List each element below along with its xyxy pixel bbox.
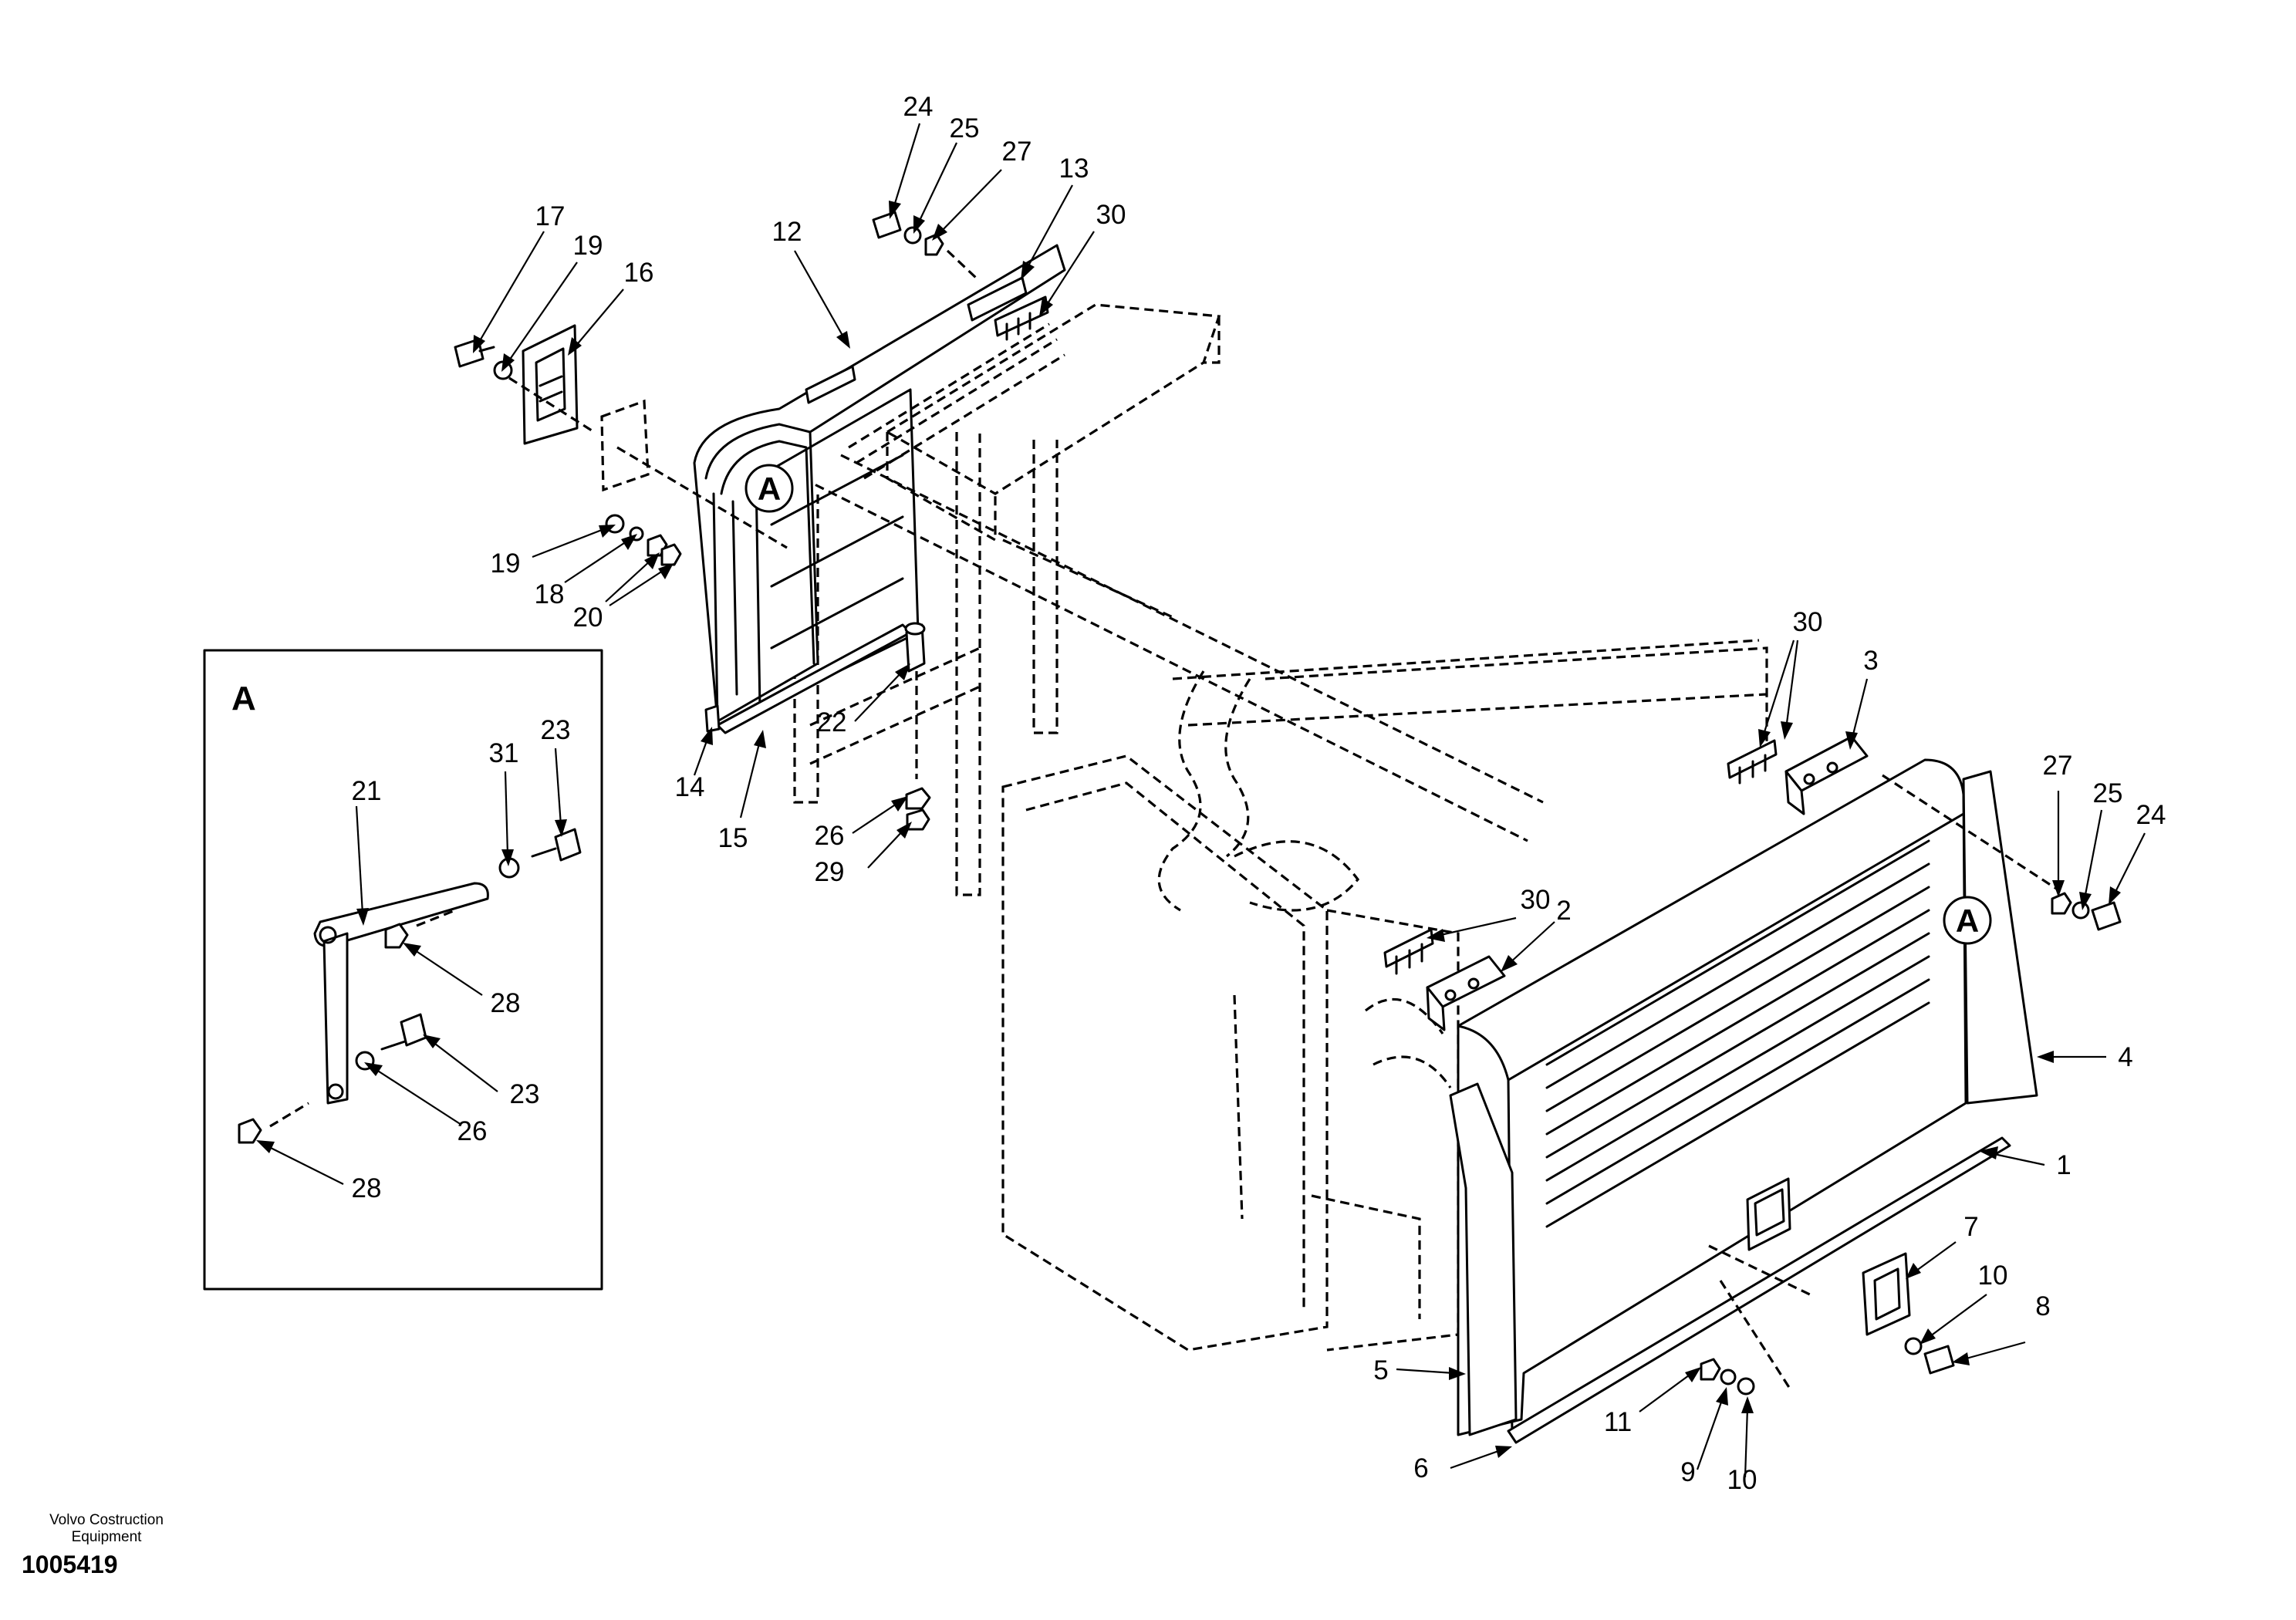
assembly-line-18: [616, 446, 788, 549]
pin-22: [904, 622, 926, 779]
label-28-lower: 28: [352, 1173, 382, 1203]
label-13: 13: [1059, 154, 1089, 184]
shims-30-mid: [1383, 928, 1434, 975]
leader-lines: [256, 123, 2146, 1478]
bolt-23-shank-top: [531, 847, 557, 858]
latch-bracket: [522, 324, 650, 492]
label-24-top: 24: [903, 92, 934, 122]
washer-10-right: [1904, 1337, 1923, 1355]
label-16: 16: [624, 258, 654, 288]
hinge-2: [1426, 955, 1506, 1031]
assembly-line-11: [1719, 1280, 1791, 1389]
footer-block: Volvo Costruction Equipment 1005419: [22, 1512, 191, 1579]
bolt-23-detail-top: [554, 828, 582, 862]
detail-a-box: [203, 649, 603, 1291]
bolt-24-right: [2091, 901, 2122, 931]
label-23-top: 23: [541, 715, 571, 745]
label-6: 6: [1413, 1453, 1428, 1483]
bolt-23-shank-lower: [380, 1040, 407, 1051]
assembly-line-latch: [1708, 1244, 1814, 1298]
shims-30-top: [994, 295, 1049, 341]
shims-30-right-top: [1727, 739, 1778, 785]
lever-21: [313, 882, 489, 1105]
label-22: 22: [817, 707, 847, 737]
label-2: 2: [1556, 896, 1571, 926]
assembly-line-right: [1882, 774, 2061, 893]
label-5: 5: [1373, 1355, 1388, 1385]
label-28-top: 28: [491, 988, 521, 1018]
washer-25-top: [903, 226, 922, 245]
label-29: 29: [815, 857, 845, 887]
label-26-detail: 26: [458, 1116, 488, 1146]
assembly-line-detail-lower: [269, 1102, 309, 1128]
label-15: 15: [718, 823, 748, 853]
label-8: 8: [2035, 1291, 2050, 1321]
label-10-lower: 10: [1727, 1465, 1757, 1495]
label-14: 14: [675, 772, 705, 802]
label-25-top: 25: [950, 113, 980, 143]
label-26-door: 26: [815, 821, 845, 851]
label-9: 9: [1680, 1457, 1695, 1487]
label-30-top: 30: [1096, 200, 1126, 230]
nut-11: [1700, 1358, 1721, 1381]
label-24-right: 24: [2136, 800, 2166, 830]
brand-line-2: Equipment: [71, 1529, 142, 1545]
nut-28-detail-top: [384, 923, 409, 949]
label-3: 3: [1863, 646, 1878, 676]
hinge-3: [1784, 735, 1869, 815]
front-grille-panel: [1449, 758, 2038, 1444]
label-27-top: 27: [1002, 137, 1032, 167]
label-21: 21: [352, 776, 382, 806]
document-number: 1005419: [22, 1551, 118, 1578]
label-1: 1: [2056, 1150, 2071, 1180]
label-25-right: 25: [2093, 778, 2123, 808]
washer-25-right: [2071, 901, 2090, 920]
assembly-line-top: [946, 249, 977, 279]
label-10-right: 10: [1978, 1261, 2008, 1291]
label-30-right: 30: [1793, 607, 1823, 637]
detail-callout-letter-left: A: [758, 471, 781, 507]
label-30-mid: 30: [1521, 885, 1551, 915]
detail-callout-letter-right: A: [1956, 903, 1979, 939]
label-17: 17: [535, 201, 566, 231]
label-11: 11: [1604, 1407, 1632, 1437]
label-23-lower: 23: [510, 1079, 540, 1109]
bolt-8: [1923, 1345, 1955, 1375]
label-19-lower: 19: [491, 548, 521, 579]
washer-9: [1720, 1369, 1737, 1385]
label-4: 4: [2118, 1042, 2132, 1072]
washer-10-lower: [1737, 1377, 1755, 1396]
assembly-line-16: [508, 376, 595, 434]
detail-callout-circle-right: [1943, 896, 1992, 945]
label-18: 18: [535, 579, 565, 609]
nut-28-detail-lower: [238, 1118, 262, 1144]
part-number-labels: 1 2 3 4 5 6 7 8 9 10 10 11 12 13 14 15 1…: [352, 92, 2166, 1495]
latch-7: [1862, 1252, 1911, 1336]
nut-20-b: [660, 543, 682, 566]
bolt-24-top: [872, 211, 902, 239]
nut-26-door: [905, 787, 931, 810]
detail-a-letter: A: [231, 680, 256, 717]
nut-29: [906, 808, 930, 831]
brand-line-1: Volvo Costruction: [49, 1512, 164, 1528]
label-19-top: 19: [573, 231, 603, 261]
assembly-line-detail-top: [416, 909, 456, 927]
label-20: 20: [573, 602, 603, 633]
label-31: 31: [489, 738, 519, 768]
label-7: 7: [1963, 1212, 1978, 1242]
label-12: 12: [772, 217, 802, 247]
label-27-right: 27: [2043, 751, 2073, 781]
nut-27-right: [2051, 892, 2072, 915]
detail-callout-circle-left: [745, 464, 794, 513]
